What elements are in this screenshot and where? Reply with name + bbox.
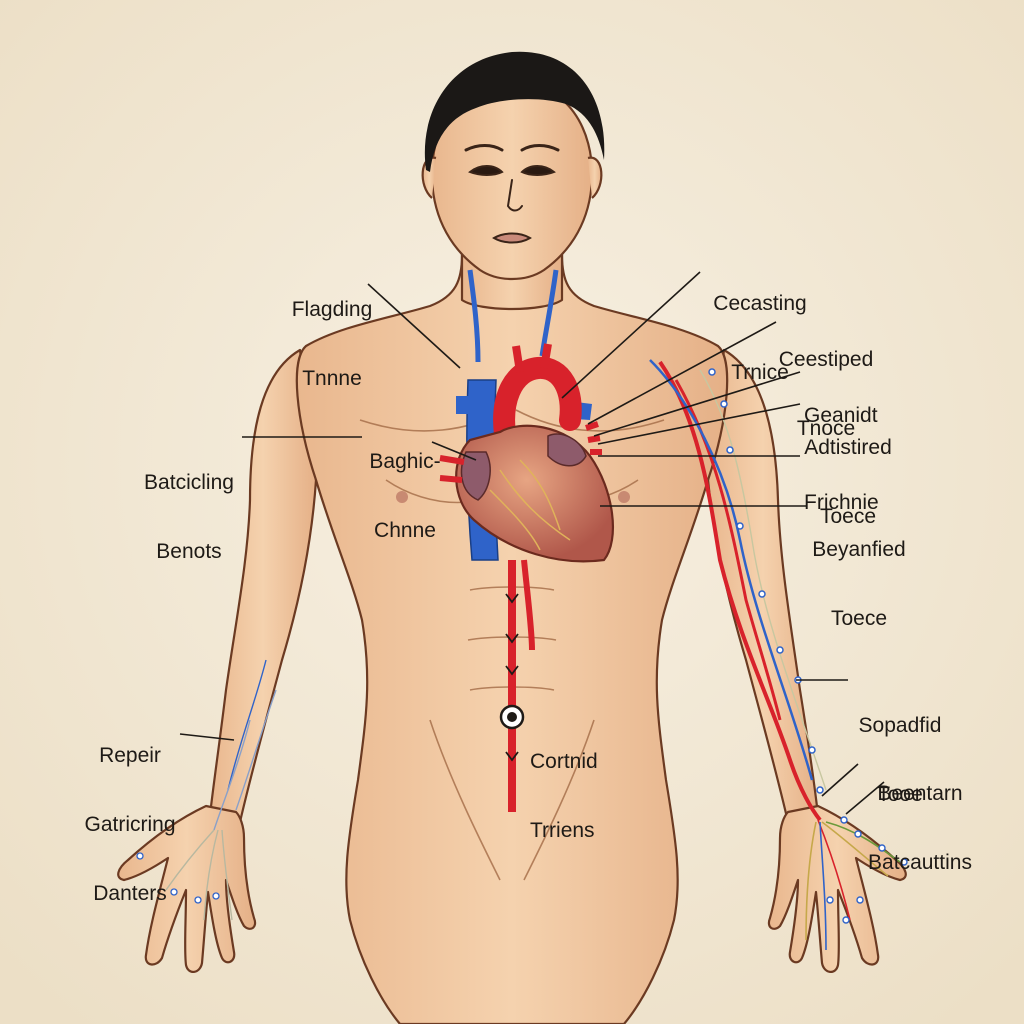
label-beentarn: Beentarn Batcauttins <box>868 782 972 874</box>
heart-chamber-right <box>547 433 587 467</box>
right-arm-nodes <box>708 368 824 794</box>
left-arm-vessels <box>165 659 277 921</box>
right-eye <box>520 165 556 176</box>
label-ceestiped: Ceestiped Tnoce <box>778 348 874 440</box>
heart-chamber-left <box>460 451 491 501</box>
right-hand-nodes <box>826 816 908 924</box>
right-arm <box>706 348 820 824</box>
mouth <box>492 232 532 244</box>
right-eyebrow <box>520 144 560 152</box>
pulmonary-artery-right-2 <box>587 435 601 443</box>
label-batcicling: Batcicling Benots <box>144 471 234 563</box>
label-cortnid: Cortnid Trriens <box>530 750 598 842</box>
right-arm-nerve <box>699 369 827 791</box>
right-hand <box>767 804 907 973</box>
flow-arrows <box>505 593 519 762</box>
right-arm-artery <box>658 360 822 822</box>
left-hand <box>117 804 257 973</box>
nose <box>506 179 523 212</box>
label-flagding: Flagding Tnnne <box>291 298 373 390</box>
pulmonary-artery-right-1 <box>585 421 599 431</box>
neck-vein <box>467 269 481 363</box>
right-ear <box>587 156 603 199</box>
label-baghic: Baghic- Chnne <box>369 450 441 542</box>
descending-aorta-side <box>521 559 535 651</box>
aortic-arch <box>493 356 582 461</box>
label-beyanfied: Beyanfied Toece <box>812 538 906 630</box>
center-marker-dot <box>507 712 517 722</box>
left-eye <box>468 165 504 176</box>
face <box>464 144 560 244</box>
label-repeir: Repeir Gatricring Danters <box>84 744 176 905</box>
label-cecasting: Cecasting Trnice <box>713 292 807 384</box>
label-frichnie: Frichnie <box>804 491 879 514</box>
left-hand-nodes <box>136 852 220 904</box>
left-eyebrow <box>464 144 504 152</box>
carotid-left <box>512 345 524 373</box>
right-hand-vessels <box>805 819 901 951</box>
label-adtistired: Adtistired Toece <box>804 436 892 528</box>
left-subclavian-vein <box>456 396 482 414</box>
leader-lines <box>179 271 885 815</box>
label-sopadfid: Sopadfid Tooe <box>858 714 942 806</box>
label-geanidt: Geanidt <box>804 404 878 427</box>
pulmonary-vein-left-2 <box>439 475 463 483</box>
right-nipple <box>618 491 630 503</box>
left-arm <box>208 348 318 824</box>
heart-vessels <box>489 459 571 551</box>
carotid-right <box>540 343 552 369</box>
left-nipple <box>396 491 408 503</box>
neck-artery <box>539 269 559 357</box>
hair <box>424 51 605 172</box>
pulmonary-vein-left-1 <box>439 455 465 465</box>
